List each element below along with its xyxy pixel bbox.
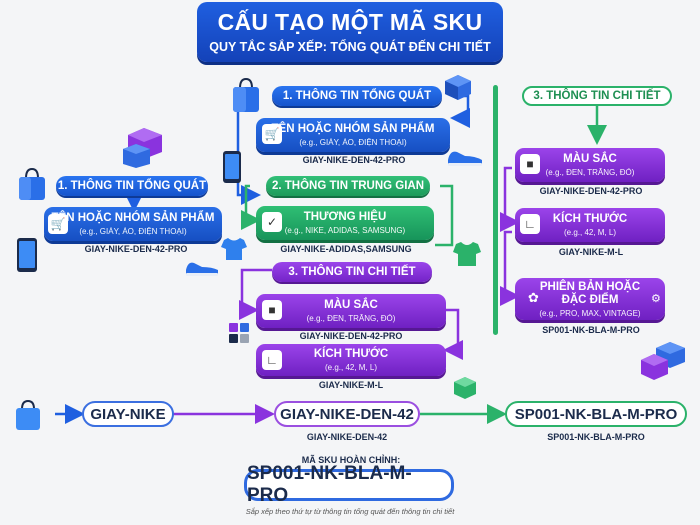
card-subtitle: (e.g., NIKE, ADIDAS, SAMSUNG) — [284, 226, 406, 235]
left-product-name-card: TÊN HOẶC NHÓM SẢN PHẨM (e.g., GIÀY, ÁO, … — [44, 207, 222, 241]
shopping-bag-icon — [233, 77, 259, 112]
flow-step-3-code: SP001-NK-BLA-M-PRO — [547, 432, 645, 442]
center-size-card: KÍCH THƯỚC (e.g., 42, M, L) — [256, 344, 446, 376]
center-size-code: GIAY-NIKE-M-L — [318, 380, 384, 390]
flow-step-2-code: GIAY-NIKE-DEN-42 — [306, 432, 388, 442]
phone-icon — [223, 151, 241, 183]
cart-icon: 🛒 — [48, 214, 68, 234]
center-color-code: GIAY-NIKE-DEN-42-PRO — [299, 331, 403, 341]
right-size-card: KÍCH THƯỚC (e.g., 42, M, L) — [515, 208, 665, 242]
card-title: KÍCH THƯỚC — [313, 348, 389, 360]
brand-card: THƯƠNG HIỆU (e.g., NIKE, ADIDAS, SAMSUNG… — [256, 206, 434, 240]
card-title: KÍCH THƯỚC — [552, 213, 628, 225]
shopping-bag-icon — [16, 399, 40, 430]
center-color-card: MÀU SẮC (e.g., ĐEN, TRẮNG, ĐỎ) — [256, 294, 446, 328]
final-sku-value: SP001-NK-BLA-M-PRO — [244, 463, 454, 506]
box-icon — [123, 128, 162, 168]
center-detail-heading: 3. THÔNG TIN CHI TIẾT — [272, 262, 432, 282]
tshirt-icon — [221, 238, 247, 260]
header-banner: CẤU TẠO MỘT MÃ SKU QUY TẮC SẮP XẾP: TỔNG… — [197, 2, 503, 62]
center-general-heading: 1. THÔNG TIN TỔNG QUÁT — [272, 86, 442, 106]
gear-icon: ⚙ — [651, 293, 661, 305]
page-subtitle: QUY TẮC SẮP XẾP: TỔNG QUÁT ĐẾN CHI TIẾT — [209, 40, 491, 54]
phone-icon — [17, 238, 37, 272]
right-version-code: SP001-NK-BLA-M-PRO — [542, 325, 640, 335]
right-color-card: MÀU SẮC (e.g., ĐEN, TRẮNG, ĐỎ) — [515, 148, 665, 182]
color-swatch-icon: ■ — [262, 300, 282, 320]
card-subtitle: (e.g., 42, M, L) — [563, 228, 617, 237]
page-title: CẤU TẠO MỘT MÃ SKU — [217, 9, 483, 35]
box-icon — [641, 342, 685, 380]
center-middle-code: GIAY-NIKE-ADIDAS,SAMSUNG — [280, 244, 412, 254]
center-general-code: GIAY-NIKE-DEN-42-PRO — [302, 155, 406, 165]
color-swatch-icon — [229, 323, 249, 343]
center-product-name-card: TÊN HOẶC NHÓM SẢN PHẨM (e.g., GIÀY, ÁO, … — [256, 118, 450, 152]
card-title: PHIÊN BẢN HOẶC ĐẶC ĐIỂM — [539, 280, 641, 306]
shopping-bag-icon — [19, 167, 45, 200]
card-subtitle: (e.g., 42, M, L) — [324, 363, 378, 372]
badge-icon: ✓ — [262, 212, 282, 232]
card-subtitle: (e.g., GIÀY, ÁO, ĐIỆN THOẠI) — [299, 138, 407, 147]
cart-icon: 🛒 — [262, 124, 282, 144]
card-title: MÀU SẮC — [324, 299, 378, 311]
ruler-icon: ∟ — [262, 350, 282, 370]
footnote: Sắp xếp theo thứ tự từ thông tin tổng qu… — [245, 507, 455, 516]
card-title: MÀU SẮC — [563, 153, 617, 165]
shoe-icon — [186, 262, 218, 276]
flow-step-3: SP001-NK-BLA-M-PRO — [505, 401, 687, 427]
card-subtitle: (e.g., ĐEN, TRẮNG, ĐỎ) — [306, 314, 396, 323]
section-divider — [493, 85, 498, 335]
tshirt-icon — [453, 242, 481, 266]
badge-icon: ✿ — [528, 290, 539, 305]
card-title: TÊN HOẶC NHÓM SẢN PHẨM — [51, 212, 215, 224]
center-middle-heading: 2. THÔNG TIN TRUNG GIAN — [266, 176, 430, 196]
right-color-code: GIAY-NIKE-DEN-42-PRO — [539, 186, 643, 196]
ruler-icon: ∟ — [520, 214, 540, 234]
right-version-card: PHIÊN BẢN HOẶC ĐẶC ĐIỂM (e.g., PRO, MAX,… — [515, 278, 665, 320]
flow-step-1: GIAY-NIKE — [82, 401, 174, 427]
shoe-icon — [448, 151, 482, 166]
card-subtitle: (e.g., GIÀY, ÁO, ĐIỆN THOẠI) — [79, 227, 187, 236]
card-subtitle: (e.g., PRO, MAX, VINTAGE) — [539, 308, 641, 318]
flow-step-2: GIAY-NIKE-DEN-42 — [274, 401, 420, 427]
right-detail-heading: 3. THÔNG TIN CHI TIẾT — [522, 86, 672, 106]
color-swatch-icon: ■ — [520, 154, 540, 174]
right-size-code: GIAY-NIKE-M-L — [558, 247, 624, 257]
final-sku-label: MÃ SKU HOÀN CHỈNH: — [301, 455, 401, 465]
card-subtitle: (e.g., ĐEN, TRẮNG, ĐỎ) — [545, 168, 635, 177]
left-code: GIAY-NIKE-DEN-42-PRO — [84, 244, 188, 254]
left-general-heading: 1. THÔNG TIN TỔNG QUÁT — [56, 176, 208, 196]
box-icon — [454, 377, 476, 399]
card-title: THƯƠNG HIỆU — [303, 211, 387, 223]
box-icon — [445, 75, 471, 100]
card-title: TÊN HOẶC NHÓM SẢN PHẨM — [271, 123, 435, 135]
